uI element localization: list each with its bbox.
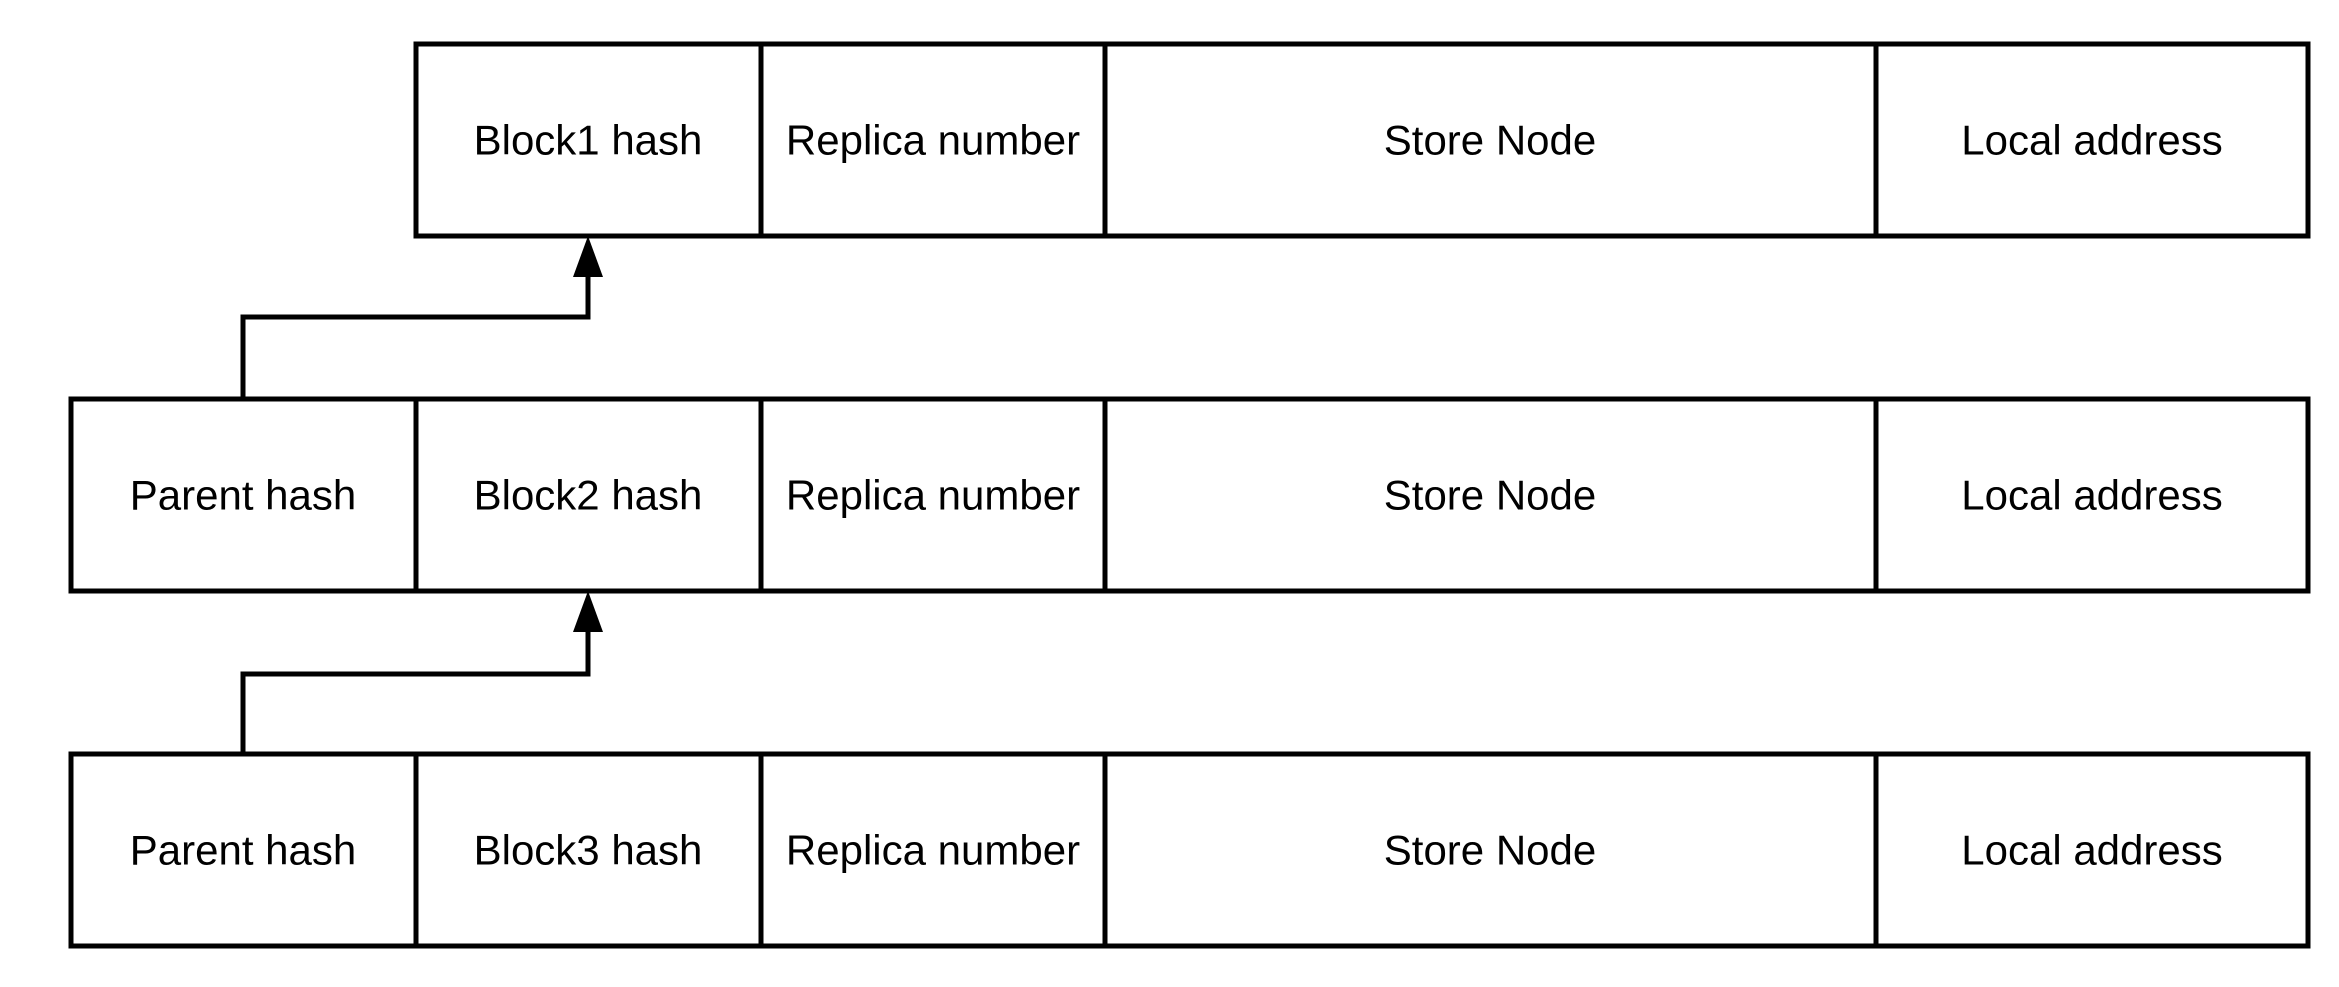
block3-row: Parent hash Block3 hash Replica number S… [68, 751, 2311, 949]
block2-hash-cell: Block2 hash [413, 396, 764, 594]
block3-local-address-label: Local address [1961, 827, 2223, 874]
block2-row: Parent hash Block2 hash Replica number S… [68, 396, 2311, 594]
block1-hash-cell: Block1 hash [413, 41, 764, 239]
block1-hash-label: Block1 hash [474, 117, 703, 164]
block2-hash-label: Block2 hash [474, 472, 703, 519]
block1-replica-number-cell: Replica number [758, 41, 1108, 239]
block3-replica-number-cell: Replica number [758, 751, 1108, 949]
block3-store-node-label: Store Node [1384, 827, 1596, 874]
block2-local-address-cell: Local address [1873, 396, 2311, 594]
block1-replica-number-label: Replica number [786, 117, 1080, 164]
block3-store-node-cell: Store Node [1102, 751, 1879, 949]
link-block2-parent-to-block1-hash [240, 236, 603, 399]
block1-row: Block1 hash Replica number Store Node Lo… [413, 41, 2311, 239]
block3-hash-cell: Block3 hash [413, 751, 764, 949]
link-line [240, 627, 591, 754]
arrow-up-icon [573, 236, 603, 277]
arrow-up-icon [573, 591, 603, 632]
block2-local-address-label: Local address [1961, 472, 2223, 519]
block3-local-address-cell: Local address [1873, 751, 2311, 949]
block3-parent-hash-cell: Parent hash [68, 751, 419, 949]
block1-store-node-cell: Store Node [1102, 41, 1879, 239]
block3-parent-hash-label: Parent hash [130, 827, 357, 874]
block3-hash-label: Block3 hash [474, 827, 703, 874]
block1-local-address-cell: Local address [1873, 41, 2311, 239]
block2-replica-number-cell: Replica number [758, 396, 1108, 594]
block2-parent-hash-label: Parent hash [130, 472, 357, 519]
block2-store-node-label: Store Node [1384, 472, 1596, 519]
block2-replica-number-label: Replica number [786, 472, 1080, 519]
link-block3-parent-to-block2-hash [240, 591, 603, 754]
block2-parent-hash-cell: Parent hash [68, 396, 419, 594]
block3-replica-number-label: Replica number [786, 827, 1080, 874]
block2-store-node-cell: Store Node [1102, 396, 1879, 594]
block1-store-node-label: Store Node [1384, 117, 1596, 164]
block1-local-address-label: Local address [1961, 117, 2223, 164]
link-line [240, 272, 591, 399]
